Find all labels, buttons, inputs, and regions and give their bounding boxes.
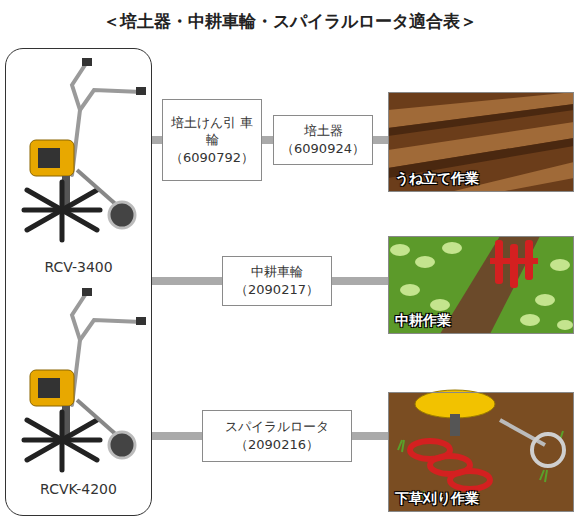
work-label: 下草刈り作業: [395, 490, 479, 508]
weeding-scene: [388, 390, 574, 512]
part-box: 培土器（6090924）: [273, 115, 373, 165]
connector-bar: [352, 432, 388, 440]
connector-bar: [152, 432, 202, 440]
part-number: （2090216）: [235, 436, 319, 454]
model-name: RCV-3400: [6, 259, 151, 275]
tiller-illustration: [24, 58, 146, 240]
part-name: スパイラルロータ: [225, 418, 329, 436]
tiller-illustration: [24, 288, 146, 470]
connector-bar: [262, 136, 273, 144]
work-scene: 中耕作業: [388, 236, 574, 334]
product-panel: RCV-3400RCVK-4200: [5, 48, 152, 516]
work-label: うね立て作業: [395, 170, 479, 188]
part-number: （6090792）: [170, 149, 254, 167]
part-number: （6090924）: [281, 140, 365, 158]
diagram-title: ＜培土器・中耕車輪・スパイラルロータ適合表＞: [0, 10, 580, 33]
connector-bar: [152, 277, 222, 285]
model-name: RCVK-4200: [6, 481, 151, 497]
connector-bar: [332, 277, 388, 285]
cultivation-scene: [388, 236, 574, 334]
part-name: 培土器: [304, 122, 343, 140]
part-box: 培土けん引 車輪（6090792）: [162, 99, 262, 181]
connector-bar: [152, 136, 162, 144]
part-box: 中耕車輪（2090217）: [222, 256, 332, 306]
ridge-scene: [388, 92, 574, 192]
part-name: 中耕車輪: [251, 263, 303, 281]
connector-bar: [373, 136, 388, 144]
part-name: 培土けん引 車輪: [169, 114, 255, 149]
work-label: 中耕作業: [395, 312, 451, 330]
part-number: （2090217）: [235, 281, 319, 299]
work-scene: 下草刈り作業: [388, 392, 574, 512]
part-box: スパイラルロータ（2090216）: [202, 410, 352, 462]
work-scene: うね立て作業: [388, 92, 574, 192]
